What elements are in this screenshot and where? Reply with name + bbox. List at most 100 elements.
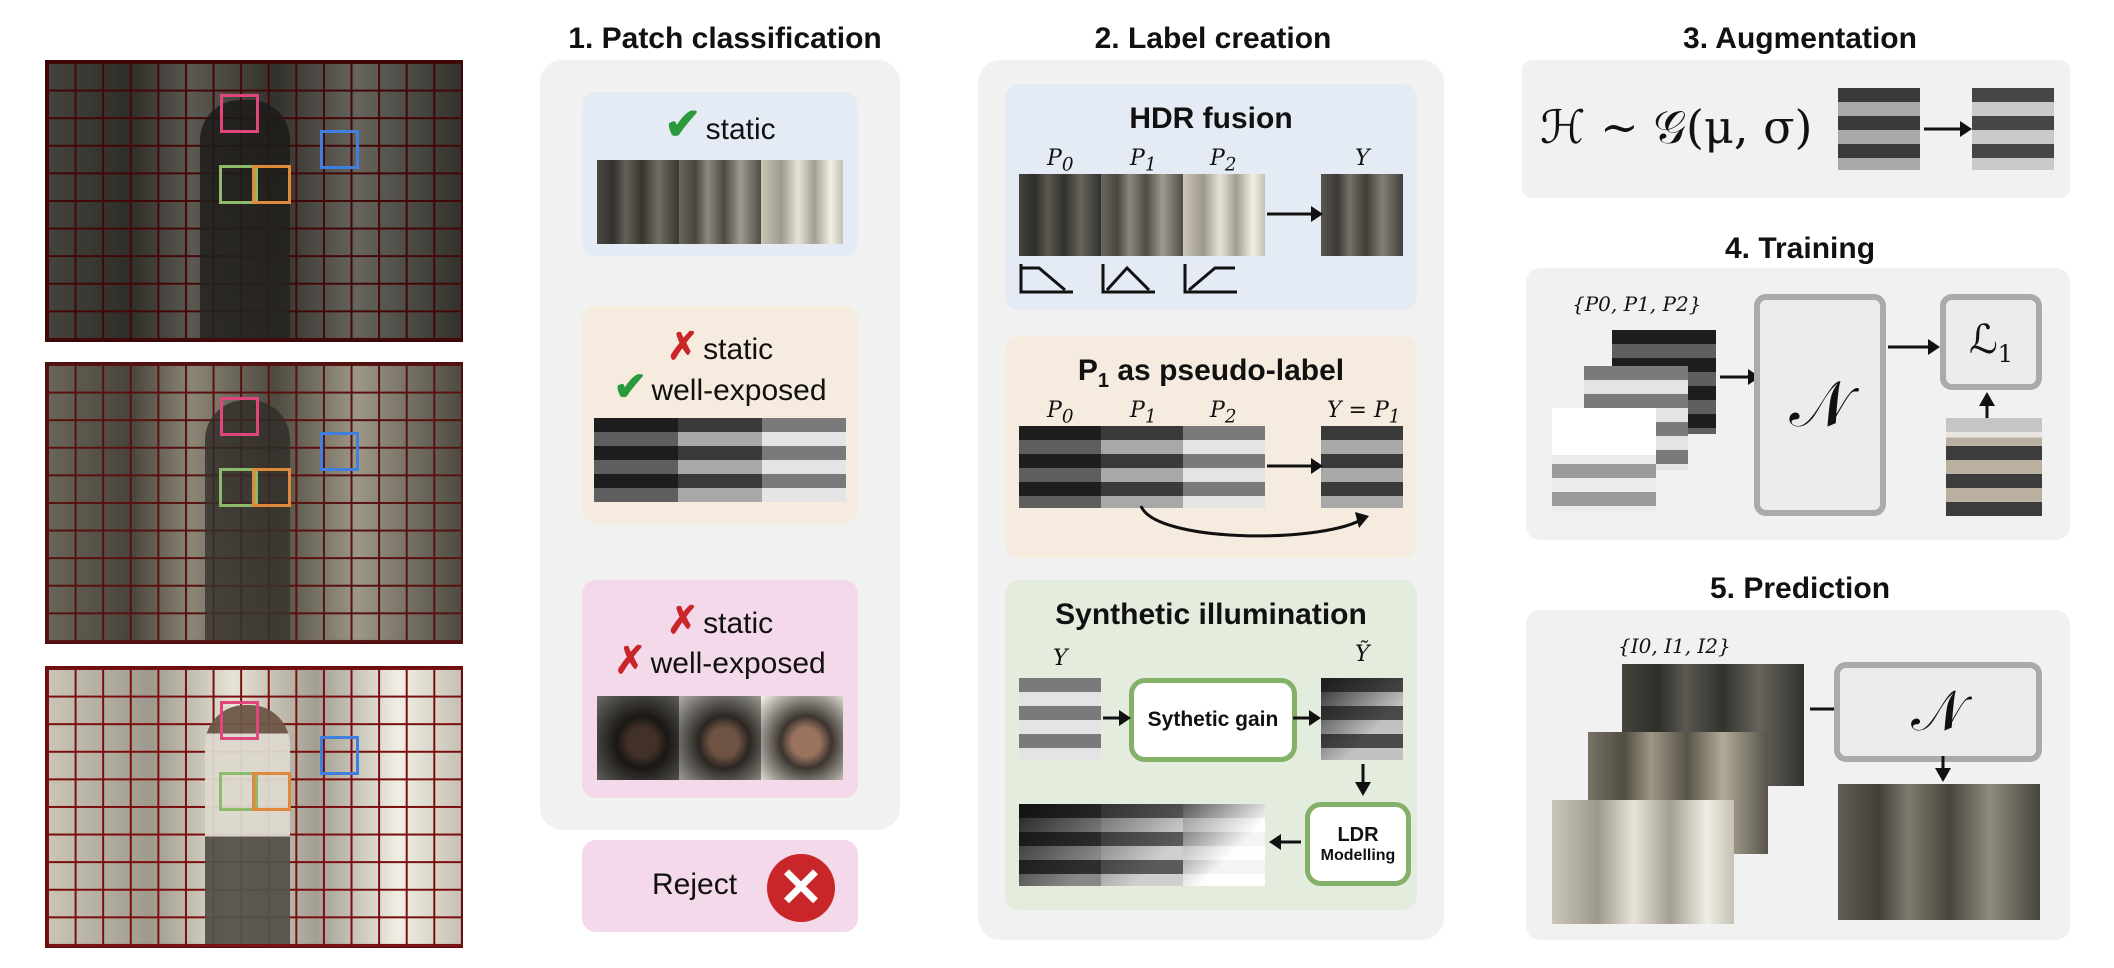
static-patch-dark	[597, 160, 679, 244]
static-patch-bright	[761, 160, 843, 244]
hdr-patch-y	[1321, 174, 1403, 256]
cross-icon: ✗	[614, 640, 647, 682]
prediction-input-i0	[1552, 800, 1734, 924]
weight-curve-icon-2	[1183, 264, 1237, 294]
hdr-p1-label: P1	[1130, 146, 1157, 176]
section-title-augmentation: 3. Augmentation	[1683, 22, 1917, 55]
hdr-fusion-box: HDR fusion P0 P1 P2 Y	[1005, 84, 1417, 310]
augmentation-output-patch	[1972, 88, 2054, 170]
check-icon: ✔	[613, 365, 647, 409]
face-patch-dark	[597, 696, 679, 780]
synth-arrow-down	[1355, 764, 1371, 796]
shirt-patch-mid	[678, 418, 762, 502]
pseudo-p2-label: P2	[1210, 398, 1237, 428]
face-patch-bright	[761, 696, 843, 780]
synth-arrow-to-gain	[1103, 710, 1131, 726]
augmentation-input-patch	[1838, 88, 1920, 170]
check-icon: ✔	[664, 100, 702, 149]
well-exposed-label: well-exposed	[651, 374, 827, 407]
rejected-box: ✗ static ✗ well-exposed	[582, 580, 858, 798]
hdr-patch-p1	[1101, 174, 1183, 256]
weight-curve-icon-0	[1019, 264, 1073, 294]
synthetic-gain-box: Sythetic gain	[1129, 678, 1297, 762]
prediction-input-set: {I0, I1, I2}	[1618, 634, 1731, 658]
synth-patch-ytilde	[1321, 678, 1403, 760]
pseudo-label-title: P1 as pseudo-label	[1077, 354, 1345, 392]
cross-icon: ✗	[666, 600, 699, 642]
training-target-patch	[1946, 418, 2042, 516]
person-silhouette	[205, 400, 290, 640]
section-title-training: 4. Training	[1724, 232, 1876, 265]
patch-highlight-magenta	[220, 701, 259, 740]
training-arrow-target-to-loss	[1979, 392, 1995, 418]
shirt-patch-dark	[594, 418, 678, 502]
synthetic-illumination-title: Synthetic illumination	[1055, 598, 1367, 631]
synth-y-label: Y	[1053, 646, 1068, 671]
patch-highlight-green	[219, 772, 258, 811]
patch-highlight-magenta	[220, 397, 259, 436]
hdr-y-label: Y	[1355, 146, 1370, 171]
prediction-output-image	[1838, 784, 2040, 920]
pseudo-patch-p2	[1183, 426, 1265, 508]
pseudo-curved-arrow	[1139, 505, 1369, 538]
synth-output-patch-0	[1019, 804, 1101, 886]
hdr-patch-p0	[1019, 174, 1101, 256]
static-patch-mid	[679, 160, 761, 244]
reject-label: Reject	[652, 868, 738, 901]
static-label: static	[703, 333, 774, 366]
section-title-patch-classification: 1. Patch classification	[568, 22, 882, 55]
person-silhouette	[205, 705, 290, 944]
training-arrow-to-loss	[1888, 339, 1940, 355]
synth-patch-y	[1019, 678, 1101, 760]
patch-highlight-blue	[320, 432, 359, 471]
training-loss-box: ℒ1	[1940, 294, 2042, 390]
training-input-set: {P0, P1, P2}	[1572, 292, 1702, 316]
reject-x-icon: ✕	[767, 854, 835, 922]
shirt-patch-bright	[762, 418, 846, 502]
synth-arrow-from-gain	[1293, 710, 1321, 726]
static-label: static	[703, 607, 774, 640]
patch-highlight-green	[219, 468, 258, 507]
pseudo-patch-y	[1321, 426, 1403, 508]
hdr-fusion-title: HDR fusion	[1129, 102, 1293, 135]
pseudo-label-box: P1 as pseudo-label P0 P1 P2 Y = P1	[1005, 336, 1417, 558]
prediction-network-box: 𝒩	[1834, 662, 2042, 762]
static-box: ✔ static	[582, 92, 858, 256]
patch-highlight-orange	[252, 165, 291, 204]
augmentation-formula: ℋ ∼ 𝒢(μ, σ)	[1540, 100, 1813, 154]
reject-box: Reject ✕	[582, 840, 858, 932]
augmentation-arrow	[1924, 121, 1972, 137]
pseudo-patch-p0	[1019, 426, 1101, 508]
training-patch-p0	[1552, 408, 1656, 512]
hdr-p2-label: P2	[1210, 146, 1237, 176]
pseudo-y-label: Y = P1	[1327, 398, 1401, 428]
section-title-prediction: 5. Prediction	[1709, 572, 1891, 605]
prediction-arrow-down	[1935, 756, 1951, 782]
synth-ytilde-label: Ỹ	[1355, 642, 1370, 667]
cross-icon: ✗	[666, 326, 699, 368]
static-label: static	[705, 113, 776, 146]
section-title-label-creation: 2. Label creation	[1094, 22, 1332, 55]
synth-output-patch-1	[1101, 804, 1183, 886]
patch-highlight-blue	[320, 736, 359, 775]
pseudo-patch-p1	[1101, 426, 1183, 508]
pseudo-arrow	[1267, 458, 1323, 474]
hdr-patch-p2	[1183, 174, 1265, 256]
person-silhouette	[200, 100, 290, 338]
synth-output-patch-2	[1183, 804, 1265, 886]
hdr-arrow	[1267, 206, 1323, 222]
face-patch-mid	[679, 696, 761, 780]
training-network-box: 𝒩	[1754, 294, 1886, 516]
synth-arrow-from-ldr	[1269, 834, 1301, 850]
pseudo-p0-label: P0	[1047, 398, 1074, 428]
patch-highlight-green	[219, 165, 258, 204]
pseudo-p1-label: P1	[1130, 398, 1157, 428]
hdr-p0-label: P0	[1047, 146, 1074, 176]
ldr-modelling-box: LDR Modelling	[1305, 802, 1411, 886]
synthetic-illumination-box: Synthetic illumination Y Ỹ Sythetic gain…	[1005, 580, 1417, 910]
well-exposed-label: well-exposed	[650, 647, 826, 680]
weight-curve-icon-1	[1101, 264, 1155, 294]
patch-highlight-blue	[320, 130, 359, 169]
patch-highlight-magenta	[220, 94, 259, 133]
patch-highlight-orange	[252, 468, 291, 507]
